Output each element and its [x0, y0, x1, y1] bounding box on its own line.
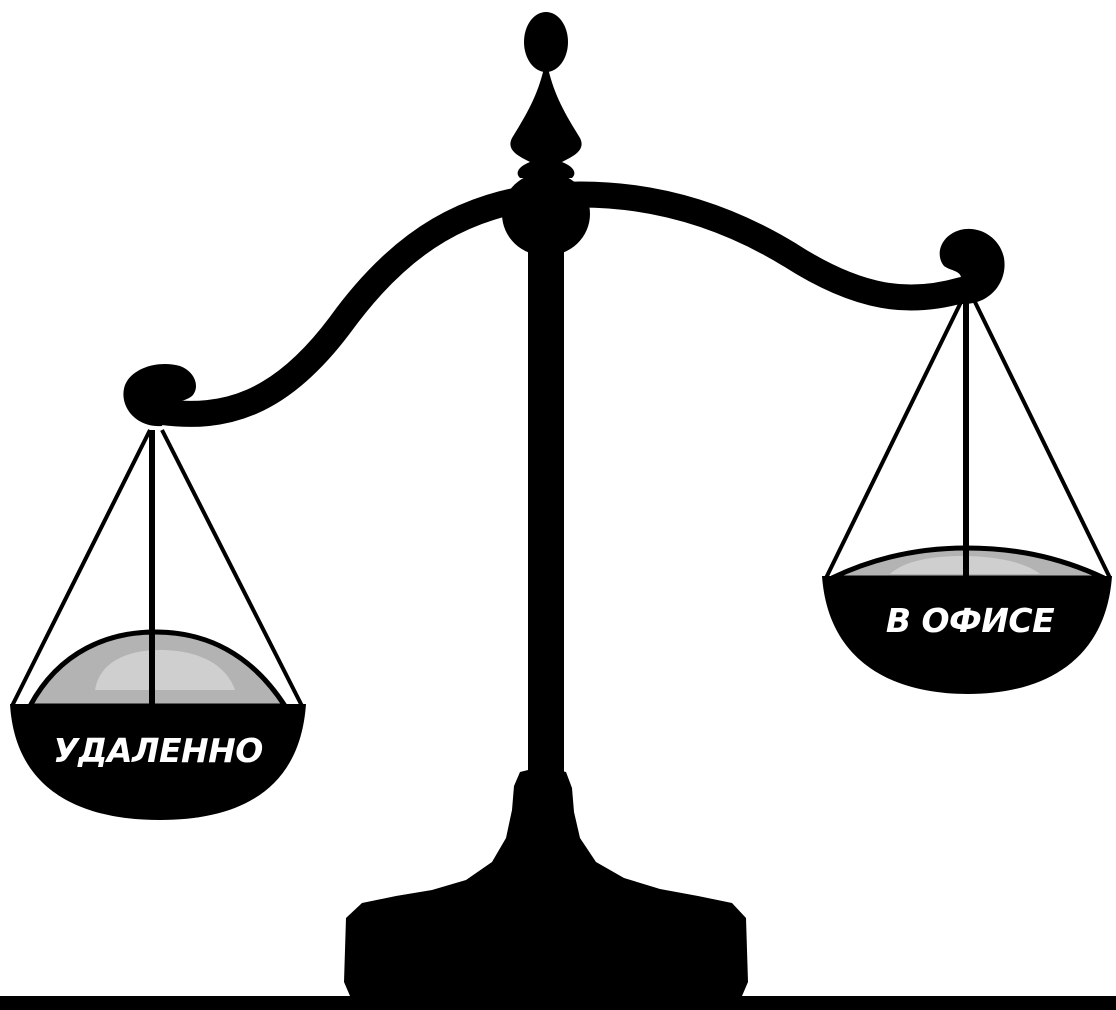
scale-hub	[502, 172, 590, 256]
right-pan-string-outer-left	[826, 300, 962, 578]
right-pan-assembly: В ОФИСЕ	[822, 300, 1112, 694]
left-pan-label: УДАЛЕННО	[53, 731, 263, 770]
right-pan-string-outer-right	[974, 300, 1110, 578]
ground-line	[0, 996, 1116, 1010]
scale-base	[344, 770, 748, 996]
right-pan-label: В ОФИСЕ	[886, 601, 1055, 640]
scale-finial	[510, 58, 581, 178]
finial-knob	[524, 12, 568, 72]
left-pan-assembly: УДАЛЕННО	[10, 430, 306, 820]
scale-pillar	[528, 244, 564, 774]
